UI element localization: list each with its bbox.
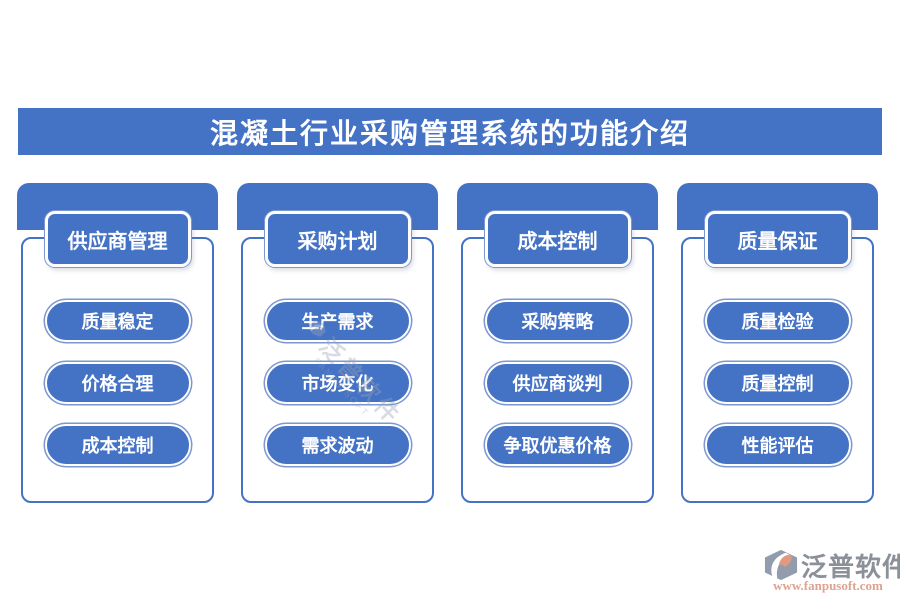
feature-item-pill: 性能评估 <box>704 424 851 466</box>
column-title-label: 质量保证 <box>737 230 818 253</box>
column-title-label: 成本控制 <box>517 230 598 253</box>
feature-item-pill: 质量控制 <box>704 362 851 404</box>
feature-item-pill: 市场变化 <box>264 362 411 404</box>
brand-name: 泛普软件 <box>801 552 900 582</box>
brand-url[interactable]: www.fanpusoft.com <box>773 578 883 593</box>
brand-footer: 泛普软件 www.fanpusoft.com <box>764 547 900 595</box>
feature-item-pill: 质量稳定 <box>44 300 191 342</box>
feature-item-pill: 需求波动 <box>264 424 411 466</box>
feature-item-pill: 成本控制 <box>44 424 191 466</box>
feature-columns-row: 供应商管理 质量稳定价格合理成本控制 采购计划 生产需求市场变化需求波动 成本控… <box>17 183 883 513</box>
feature-item-pill: 生产需求 <box>264 300 411 342</box>
feature-item-pill: 采购策略 <box>484 300 631 342</box>
column-title-pill: 质量保证 <box>704 211 851 267</box>
column-title-pill: 成本控制 <box>484 211 631 267</box>
feature-column: 供应商管理 质量稳定价格合理成本控制 <box>17 183 218 513</box>
column-title-label: 采购计划 <box>297 230 378 253</box>
fanpu-logo-icon <box>764 549 798 586</box>
feature-item-pill: 供应商谈判 <box>484 362 631 404</box>
feature-column: 质量保证 质量检验质量控制性能评估 <box>677 183 878 513</box>
page-title: 混凝土行业采购管理系统的功能介绍 <box>18 108 882 155</box>
column-title-pill: 供应商管理 <box>44 211 191 267</box>
column-title-label: 供应商管理 <box>67 230 168 253</box>
feature-item-pill: 价格合理 <box>44 362 191 404</box>
feature-column: 成本控制 采购策略供应商谈判争取优惠价格 <box>457 183 658 513</box>
feature-item-pill: 质量检验 <box>704 300 851 342</box>
feature-column: 采购计划 生产需求市场变化需求波动 <box>237 183 438 513</box>
feature-item-pill: 争取优惠价格 <box>484 424 631 466</box>
column-title-pill: 采购计划 <box>264 211 411 267</box>
